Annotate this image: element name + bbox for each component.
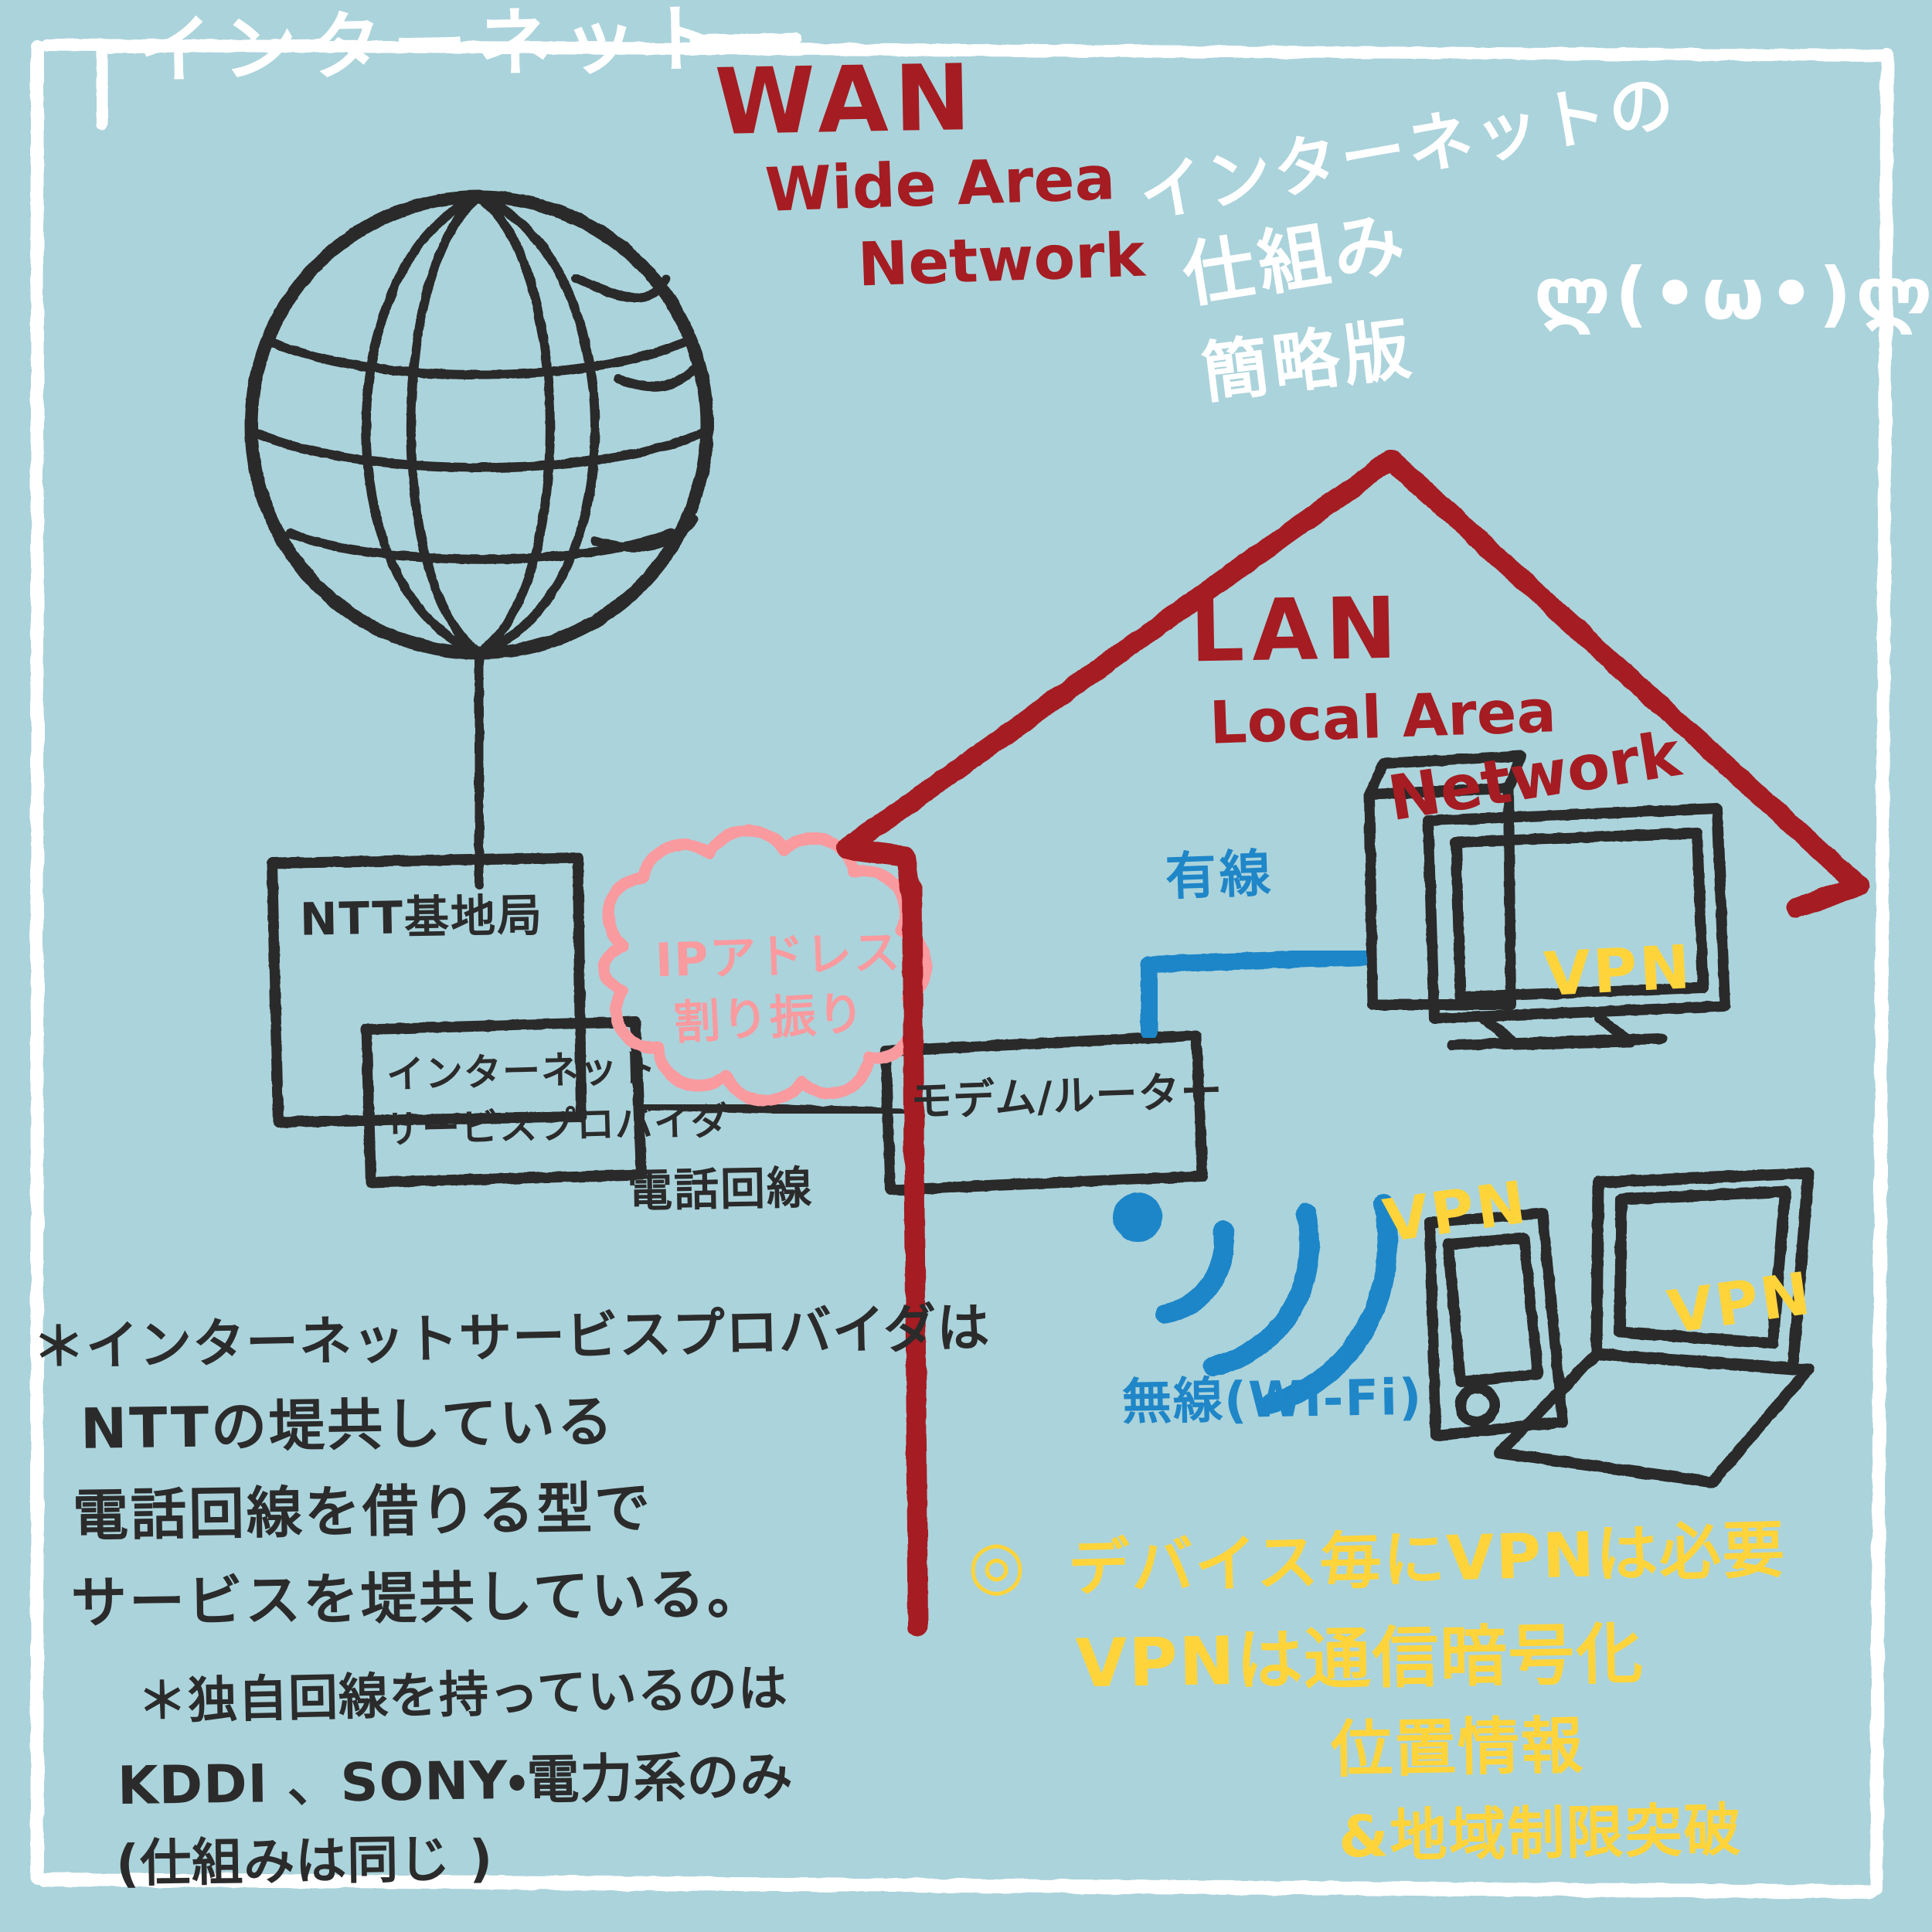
wired-label: 有線 (1164, 843, 1275, 907)
laptop-icon (1493, 1167, 1815, 1488)
lan-abbr-label: LAN (1189, 578, 1406, 682)
desktop-pc-icon (1364, 750, 1730, 1050)
smartphone-icon (1424, 1208, 1568, 1441)
cat-emoticon: ლ(•ω•)ლ (1534, 253, 1932, 335)
own-line-note-line-2: KDDI 、SONY・電力系のみ (117, 1746, 794, 1818)
ip-cloud-line2: 割り振り (672, 986, 867, 1051)
vpn-note-line-4: &地域制限突破 (1338, 1797, 1743, 1871)
modem-router-box (880, 1030, 1208, 1196)
globe-icon (244, 190, 714, 889)
isp-note-line-2: NTTの堤共している (80, 1389, 616, 1461)
modem-router-label: モデム/ルーター (910, 1066, 1224, 1127)
wireless-label: 無線(Wi-Fi) (1121, 1369, 1423, 1432)
page-border (30, 39, 1894, 1899)
isp-box (361, 1016, 647, 1188)
ntt-station-box (267, 852, 587, 1128)
lan-house-roof (836, 450, 1869, 1637)
ethernet-cable (1141, 948, 1376, 1040)
vpn-badge-desktop: VPN (1542, 933, 1695, 1010)
ntt-station-label: NTT基地局 (299, 889, 544, 946)
ip-cloud-line1: IPアドレス (654, 925, 903, 988)
isp-note-line-3: 電話回線を借りる型で (72, 1475, 653, 1549)
vpn-note-line-1: デバイス毎にVPNは必要 (1066, 1513, 1787, 1605)
lan-expansion-line1: Local Area (1208, 676, 1558, 757)
vpn-note-marker: ◎ (968, 1526, 1026, 1604)
own-line-note-line-1: ＊独自回線を持っているのは (137, 1660, 789, 1731)
phone-line-label: 電話回線 (627, 1161, 814, 1218)
isp-note-line-4: サービスを堤共している。 (70, 1560, 766, 1636)
wifi-icon (1113, 1192, 1398, 1413)
phone-line-wire (635, 1100, 905, 1117)
page-title: インターネット (136, 0, 734, 95)
isp-label-line2: サービスプロバイダ (383, 1099, 730, 1152)
vpn-note-line-2: VPNは通信暗号化 (1075, 1615, 1645, 1703)
title-bracket (96, 32, 802, 130)
wan-expansion-line2: Network (856, 220, 1146, 301)
vpn-note-line-3: 位置情報 (1330, 1709, 1585, 1786)
own-line-note-line-3: (仕組みは同じ ) (115, 1828, 494, 1894)
wan-abbr-label: WAN (713, 44, 978, 155)
isp-label-line1: インターネット (386, 1046, 658, 1097)
wan-expansion-line1: Wide Area (764, 144, 1117, 226)
